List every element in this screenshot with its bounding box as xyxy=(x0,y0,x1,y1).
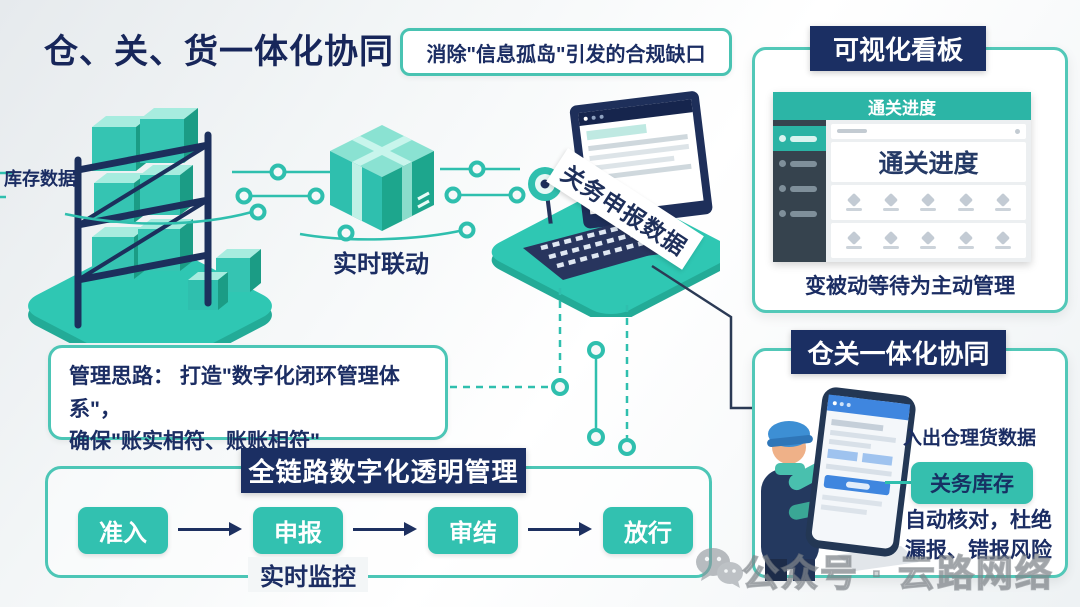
status-icon xyxy=(921,230,936,245)
process-header: 全链路数字化透明管理 xyxy=(241,448,526,493)
collaboration-panel: 仓关一体化协同 xyxy=(752,330,1068,581)
dashboard-toolbar xyxy=(831,124,1026,139)
compliance-gap-note: 消除"信息孤岛"引发的合规缺口 xyxy=(400,28,732,76)
status-icon xyxy=(921,192,936,207)
auto-check-note: 自动核对，杜绝 漏报、错报风险 xyxy=(905,506,1052,567)
realtime-link-label: 实时联动 xyxy=(333,251,429,278)
step-clearance: 审结 xyxy=(428,507,518,554)
status-icon xyxy=(958,230,973,245)
step-admission: 准入 xyxy=(78,507,168,554)
visual-panel-caption: 变被动等待为主动管理 xyxy=(805,275,1015,298)
status-icon xyxy=(846,230,861,245)
status-icon xyxy=(884,230,899,245)
dashboard-card-title: 通关进度 xyxy=(831,141,1026,183)
cargo-data-label: 入出仓理货数据 xyxy=(903,428,1037,449)
sidebar-item xyxy=(773,176,826,201)
status-icon xyxy=(996,230,1011,245)
status-icon xyxy=(884,192,899,207)
auto-check-line1: 自动核对，杜绝 xyxy=(905,509,1052,532)
visual-panel-header: 可视化看板 xyxy=(810,26,986,71)
bullet-icon xyxy=(779,135,786,142)
bullet-icon xyxy=(779,210,786,217)
status-icon xyxy=(958,192,973,207)
sidebar-item xyxy=(773,201,826,226)
sidebar-item xyxy=(773,126,826,151)
tablet xyxy=(805,387,916,557)
package-illustration xyxy=(330,125,434,231)
arrow-icon xyxy=(528,522,592,537)
sidebar-item xyxy=(773,151,826,176)
connector-line xyxy=(885,481,917,484)
auto-check-line2: 漏报、错报风险 xyxy=(905,539,1052,563)
camera-icon xyxy=(528,167,563,233)
arrow-icon xyxy=(353,522,417,537)
watermark-text: 公众号 · 云路网络科技 xyxy=(741,552,1054,607)
warehouse-shelf-illustration xyxy=(28,108,272,343)
dashboard-icon-row xyxy=(831,185,1026,221)
process-flow-box: 全链路数字化透明管理 准入 申报 审结 放行 实时监控 xyxy=(45,448,712,592)
keyboard xyxy=(523,222,661,280)
page-title: 仓、关、货一体化协同 xyxy=(44,33,394,71)
bullet-icon xyxy=(779,185,786,192)
visual-dashboard-panel: 可视化看板 通关进度 通关进度 xyxy=(752,26,1068,313)
dashboard-mockup: 通关进度 通关进度 xyxy=(773,92,1031,262)
dashboard-sidebar xyxy=(773,120,826,262)
realtime-monitor-label: 实时监控 xyxy=(248,557,368,592)
worker-tablet-illustration xyxy=(761,387,919,581)
management-line1: 管理思路： 打造"数字化闭环管理体系"， xyxy=(69,365,400,421)
step-declaration: 申报 xyxy=(253,507,343,554)
collab-panel-header: 仓关一体化协同 xyxy=(791,330,1006,374)
customs-inventory-button: 关务库存 xyxy=(911,462,1033,504)
wechat-icon xyxy=(696,548,743,588)
status-icon xyxy=(846,192,861,207)
bullet-icon xyxy=(779,160,786,167)
inventory-data-label: 库存数据 xyxy=(4,169,76,189)
status-icon xyxy=(996,192,1011,207)
dashboard-titlebar: 通关进度 xyxy=(773,92,1031,120)
arrow-icon xyxy=(178,522,242,537)
dashboard-icon-row xyxy=(831,223,1026,259)
dashboard-main: 通关进度 xyxy=(826,120,1031,262)
step-release: 放行 xyxy=(603,507,693,554)
management-approach-box: 管理思路： 打造"数字化闭环管理体系"， 确保"账实相符、账账相符" xyxy=(48,345,448,453)
management-line2: 确保"账实相符、账账相符" xyxy=(69,430,320,454)
